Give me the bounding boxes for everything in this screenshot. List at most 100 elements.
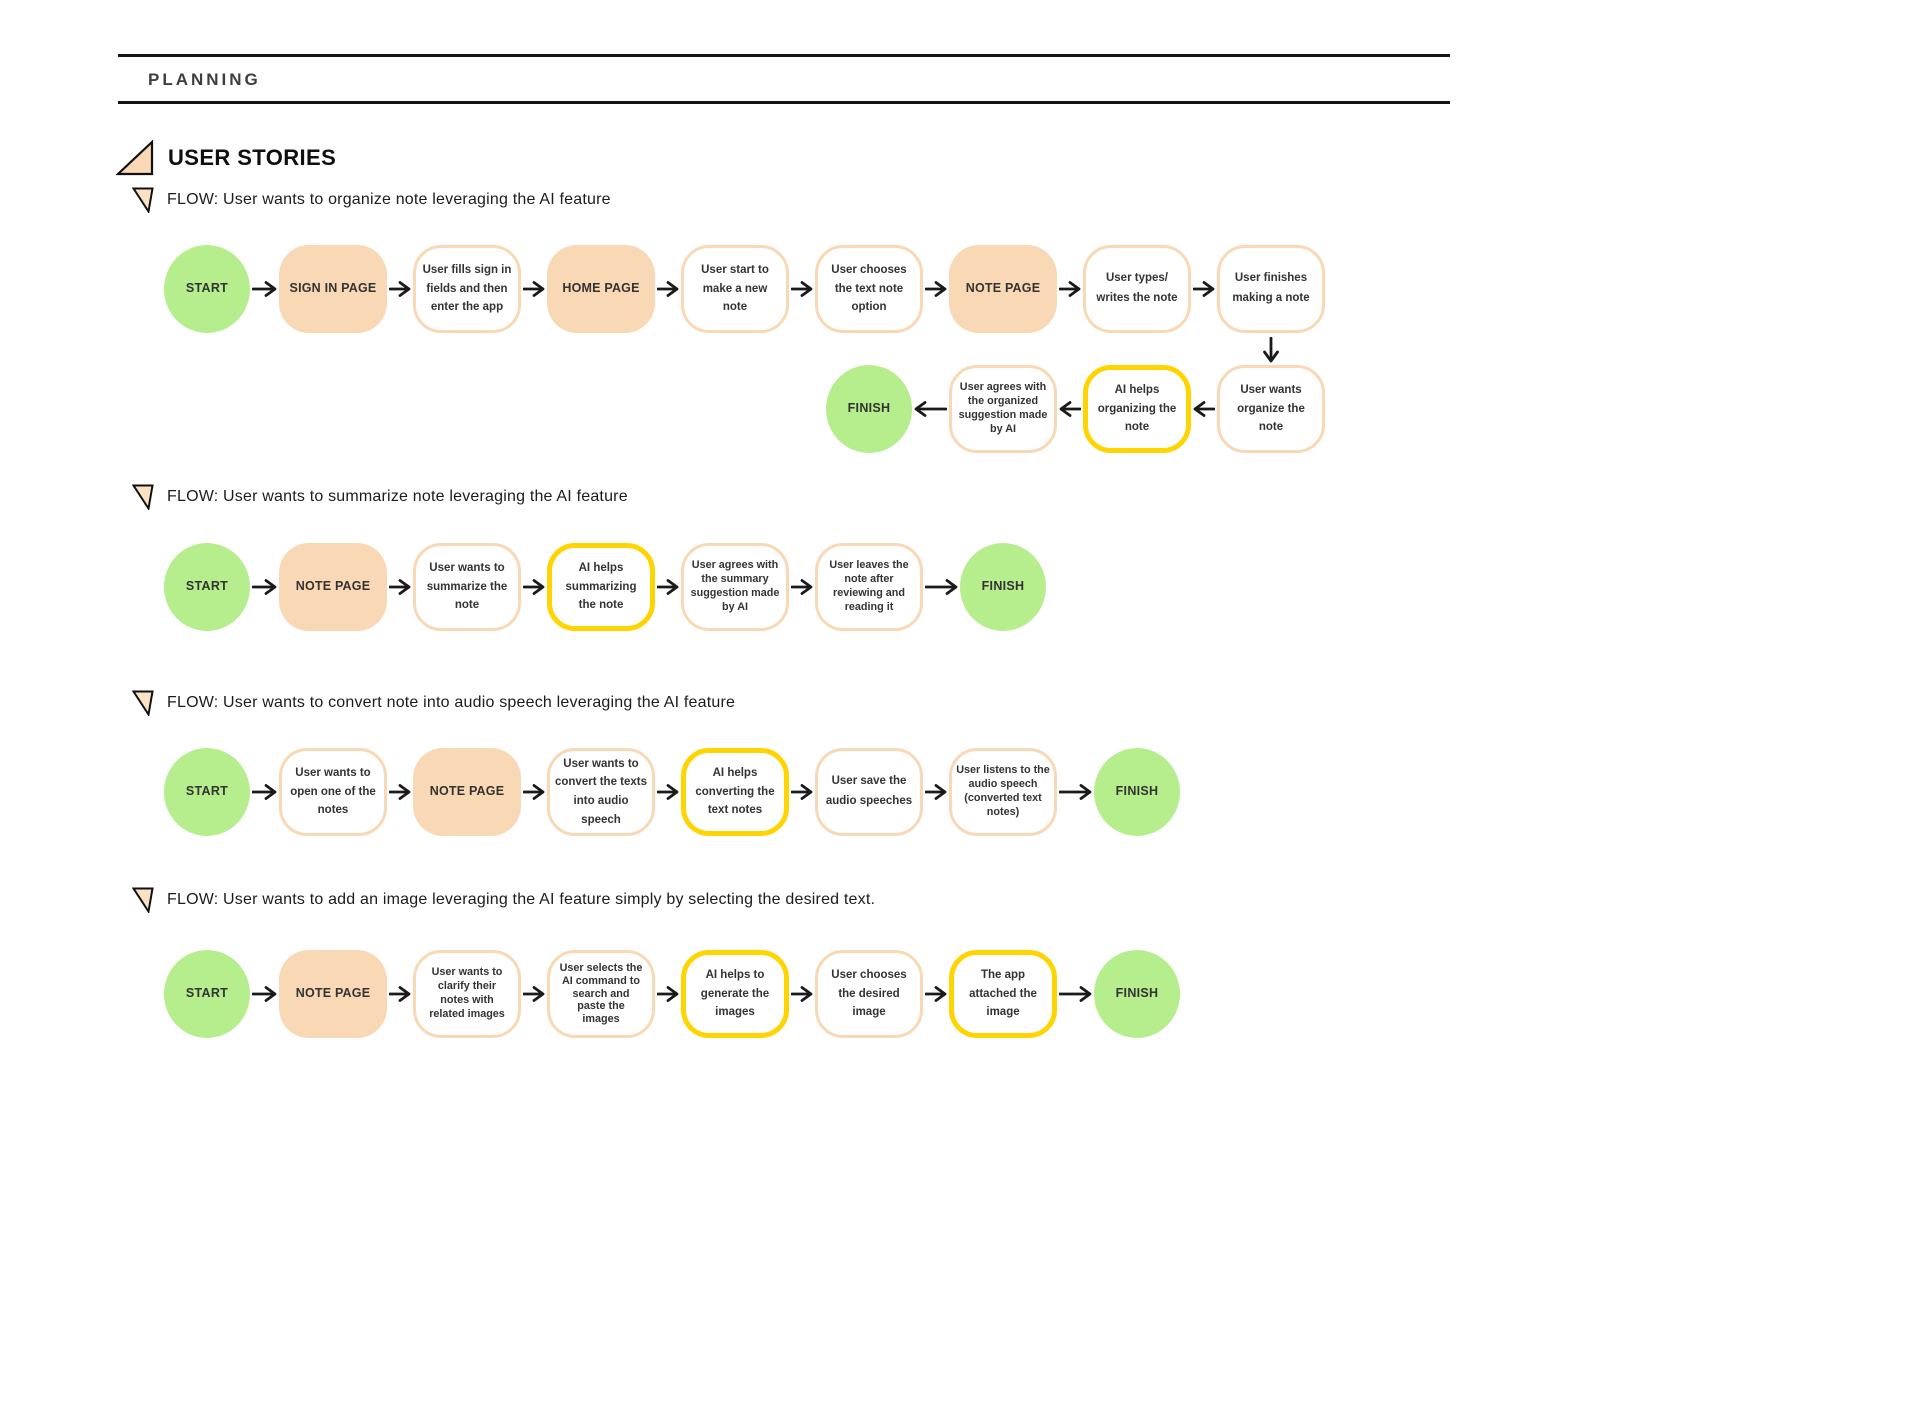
node-label: User chooses the desired image — [831, 969, 907, 1019]
node-action[interactable]: User wants to summarize the note — [413, 543, 521, 631]
flow-arrow-right — [252, 986, 277, 1002]
flow-arrow-right — [523, 784, 545, 800]
flow-arrow-right — [657, 986, 679, 1002]
node-action[interactable]: User start to make a new note — [681, 245, 789, 333]
node-start[interactable]: START — [164, 950, 250, 1038]
flow-arrow-right — [389, 281, 411, 297]
node-action[interactable]: User wants to clarify their notes with r… — [413, 950, 521, 1038]
node-label: FINISH — [1115, 784, 1159, 799]
flow-arrow-right — [1193, 281, 1215, 297]
node-label: User finishes making a note — [1232, 272, 1310, 304]
flow-arrow-right — [252, 784, 277, 800]
node-start[interactable]: START — [164, 748, 250, 836]
node-label: NOTE PAGE — [965, 281, 1041, 296]
flag-triangle-icon — [132, 187, 154, 213]
flow-arrow-right — [791, 986, 813, 1002]
node-label: SIGN IN PAGE — [289, 281, 377, 296]
section-title: USER STORIES — [168, 145, 337, 170]
flow-arrow-right — [389, 784, 411, 800]
flow-label: FLOW: User wants to add an image leverag… — [167, 891, 876, 908]
flow-arrow-right — [389, 986, 411, 1002]
node-label: AI helps summarizing the note — [565, 562, 637, 612]
flow-arrow-right — [1059, 986, 1092, 1002]
node-finish[interactable]: FINISH — [960, 543, 1046, 631]
node-action[interactable]: User listens to the audio speech (conver… — [949, 748, 1057, 836]
flow-arrow-right — [657, 784, 679, 800]
node-action[interactable]: User types/ writes the note — [1083, 245, 1191, 333]
node-action[interactable]: User chooses the desired image — [815, 950, 923, 1038]
node-start[interactable]: START — [164, 543, 250, 631]
node-label: AI helps organizing the note — [1097, 384, 1177, 434]
node-action[interactable]: User wants to convert the texts into aud… — [547, 748, 655, 836]
node-label: START — [185, 784, 229, 799]
node-ai[interactable]: The app attached the image — [949, 950, 1057, 1038]
flow-arrow-down — [1263, 337, 1279, 363]
node-page[interactable]: SIGN IN PAGE — [279, 245, 387, 333]
node-action[interactable]: User wants to open one of the notes — [279, 748, 387, 836]
node-label: The app attached the image — [969, 969, 1037, 1019]
flow-label-row: FLOW: User wants to add an image leverag… — [132, 887, 875, 913]
flag-triangle-icon — [132, 690, 154, 716]
node-label: AI helps to generate the images — [700, 969, 770, 1019]
flow-arrow-right — [657, 579, 679, 595]
node-label: FINISH — [1115, 986, 1159, 1001]
flow-arrow-right — [925, 579, 958, 595]
node-page[interactable]: NOTE PAGE — [949, 245, 1057, 333]
flow-arrow-right — [657, 281, 679, 297]
node-label: User selects the AI command to search an… — [559, 962, 643, 1025]
flow-arrow-right — [925, 784, 947, 800]
node-label: FINISH — [981, 579, 1025, 594]
node-finish[interactable]: FINISH — [1094, 748, 1180, 836]
flow-arrow-right — [925, 986, 947, 1002]
node-label: NOTE PAGE — [295, 986, 371, 1001]
flow-arrow-right — [389, 579, 411, 595]
flow-arrow-right — [791, 281, 813, 297]
flow-label: FLOW: User wants to organize note levera… — [167, 191, 611, 208]
node-finish[interactable]: FINISH — [826, 365, 912, 453]
flow-label-row: FLOW: User wants to convert note into au… — [132, 690, 735, 716]
node-label: User chooses the text note option — [831, 264, 907, 314]
flag-triangle-icon — [132, 484, 154, 510]
section-header: USER STORIES — [116, 140, 336, 176]
node-action[interactable]: User chooses the text note option — [815, 245, 923, 333]
node-label: User leaves the note after reviewing and… — [829, 559, 909, 613]
node-label: User fills sign in fields and then enter… — [422, 264, 512, 314]
node-label: User listens to the audio speech (conver… — [956, 764, 1050, 818]
node-start[interactable]: START — [164, 245, 250, 333]
node-label: FINISH — [847, 401, 891, 416]
flow-arrow-right — [1059, 784, 1092, 800]
node-ai[interactable]: AI helps organizing the note — [1083, 365, 1191, 453]
node-action[interactable]: User leaves the note after reviewing and… — [815, 543, 923, 631]
node-label: START — [185, 281, 229, 296]
flow-label: FLOW: User wants to summarize note lever… — [167, 488, 628, 505]
node-action[interactable]: User wants organize the note — [1217, 365, 1325, 453]
node-page[interactable]: NOTE PAGE — [279, 543, 387, 631]
node-page[interactable]: HOME PAGE — [547, 245, 655, 333]
flag-triangle-icon — [132, 887, 154, 913]
flow-arrow-right — [523, 986, 545, 1002]
node-page[interactable]: NOTE PAGE — [413, 748, 521, 836]
node-action[interactable]: User agrees with the summary suggestion … — [681, 543, 789, 631]
node-label: User types/ writes the note — [1096, 272, 1178, 304]
flow-arrow-right — [252, 281, 277, 297]
node-action[interactable]: User finishes making a note — [1217, 245, 1325, 333]
node-action[interactable]: User agrees with the organized suggestio… — [949, 365, 1057, 453]
node-label: AI helps converting the text notes — [695, 767, 775, 817]
node-action[interactable]: User fills sign in fields and then enter… — [413, 245, 521, 333]
node-ai[interactable]: AI helps converting the text notes — [681, 748, 789, 836]
node-action[interactable]: User save the audio speeches — [815, 748, 923, 836]
node-label: NOTE PAGE — [429, 784, 505, 799]
node-label: User agrees with the summary suggestion … — [690, 559, 780, 613]
node-label: HOME PAGE — [562, 281, 640, 296]
node-finish[interactable]: FINISH — [1094, 950, 1180, 1038]
flow-arrow-left — [1059, 401, 1081, 417]
node-action[interactable]: User selects the AI command to search an… — [547, 950, 655, 1038]
node-page[interactable]: NOTE PAGE — [279, 950, 387, 1038]
node-ai[interactable]: AI helps to generate the images — [681, 950, 789, 1038]
page-title: PLANNING — [148, 70, 261, 89]
node-label: User save the audio speeches — [825, 775, 913, 807]
node-label: User wants to open one of the notes — [290, 767, 376, 817]
flow-arrow-right — [791, 784, 813, 800]
node-ai[interactable]: AI helps summarizing the note — [547, 543, 655, 631]
